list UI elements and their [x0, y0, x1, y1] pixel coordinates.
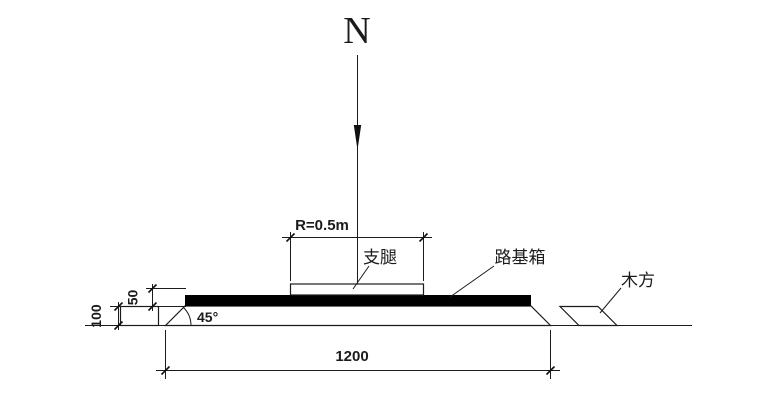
dim1200-tick-right — [545, 365, 556, 376]
timber-bedding-trapezoid — [164, 305, 552, 327]
outrigger-plate — [289, 283, 425, 296]
dim50-text: 50 — [125, 290, 141, 306]
radius-tick-left — [285, 232, 296, 243]
dim100-tick-bottom — [113, 320, 124, 331]
timber-block-left — [119, 305, 160, 327]
radius-dimension-text: R=0.5m — [295, 217, 349, 234]
roadbed-box-label: 路基箱 — [495, 248, 546, 267]
dim50-tick-top — [147, 283, 158, 294]
dim50-tick-bottom — [147, 301, 158, 312]
force-label: N — [343, 10, 370, 52]
roadbed-box-leader-line — [449, 265, 495, 298]
roadbed-box-bar — [185, 295, 531, 306]
dim1200-text: 1200 — [335, 348, 368, 365]
force-arrowhead-icon — [353, 125, 362, 150]
dim100-tick-top — [113, 301, 124, 312]
dim100-text: 100 — [88, 304, 104, 328]
angle-arc — [183, 307, 192, 326]
angle-text: 45° — [197, 309, 218, 325]
radius-tick-right — [418, 232, 429, 243]
timber-leader-line — [599, 287, 622, 314]
timber-label: 木方 — [621, 271, 655, 290]
outrigger-leader-line — [352, 265, 370, 290]
outrigger-label: 支腿 — [363, 248, 397, 267]
dim1200-tick-left — [160, 365, 171, 376]
timber-block-right — [558, 305, 619, 327]
